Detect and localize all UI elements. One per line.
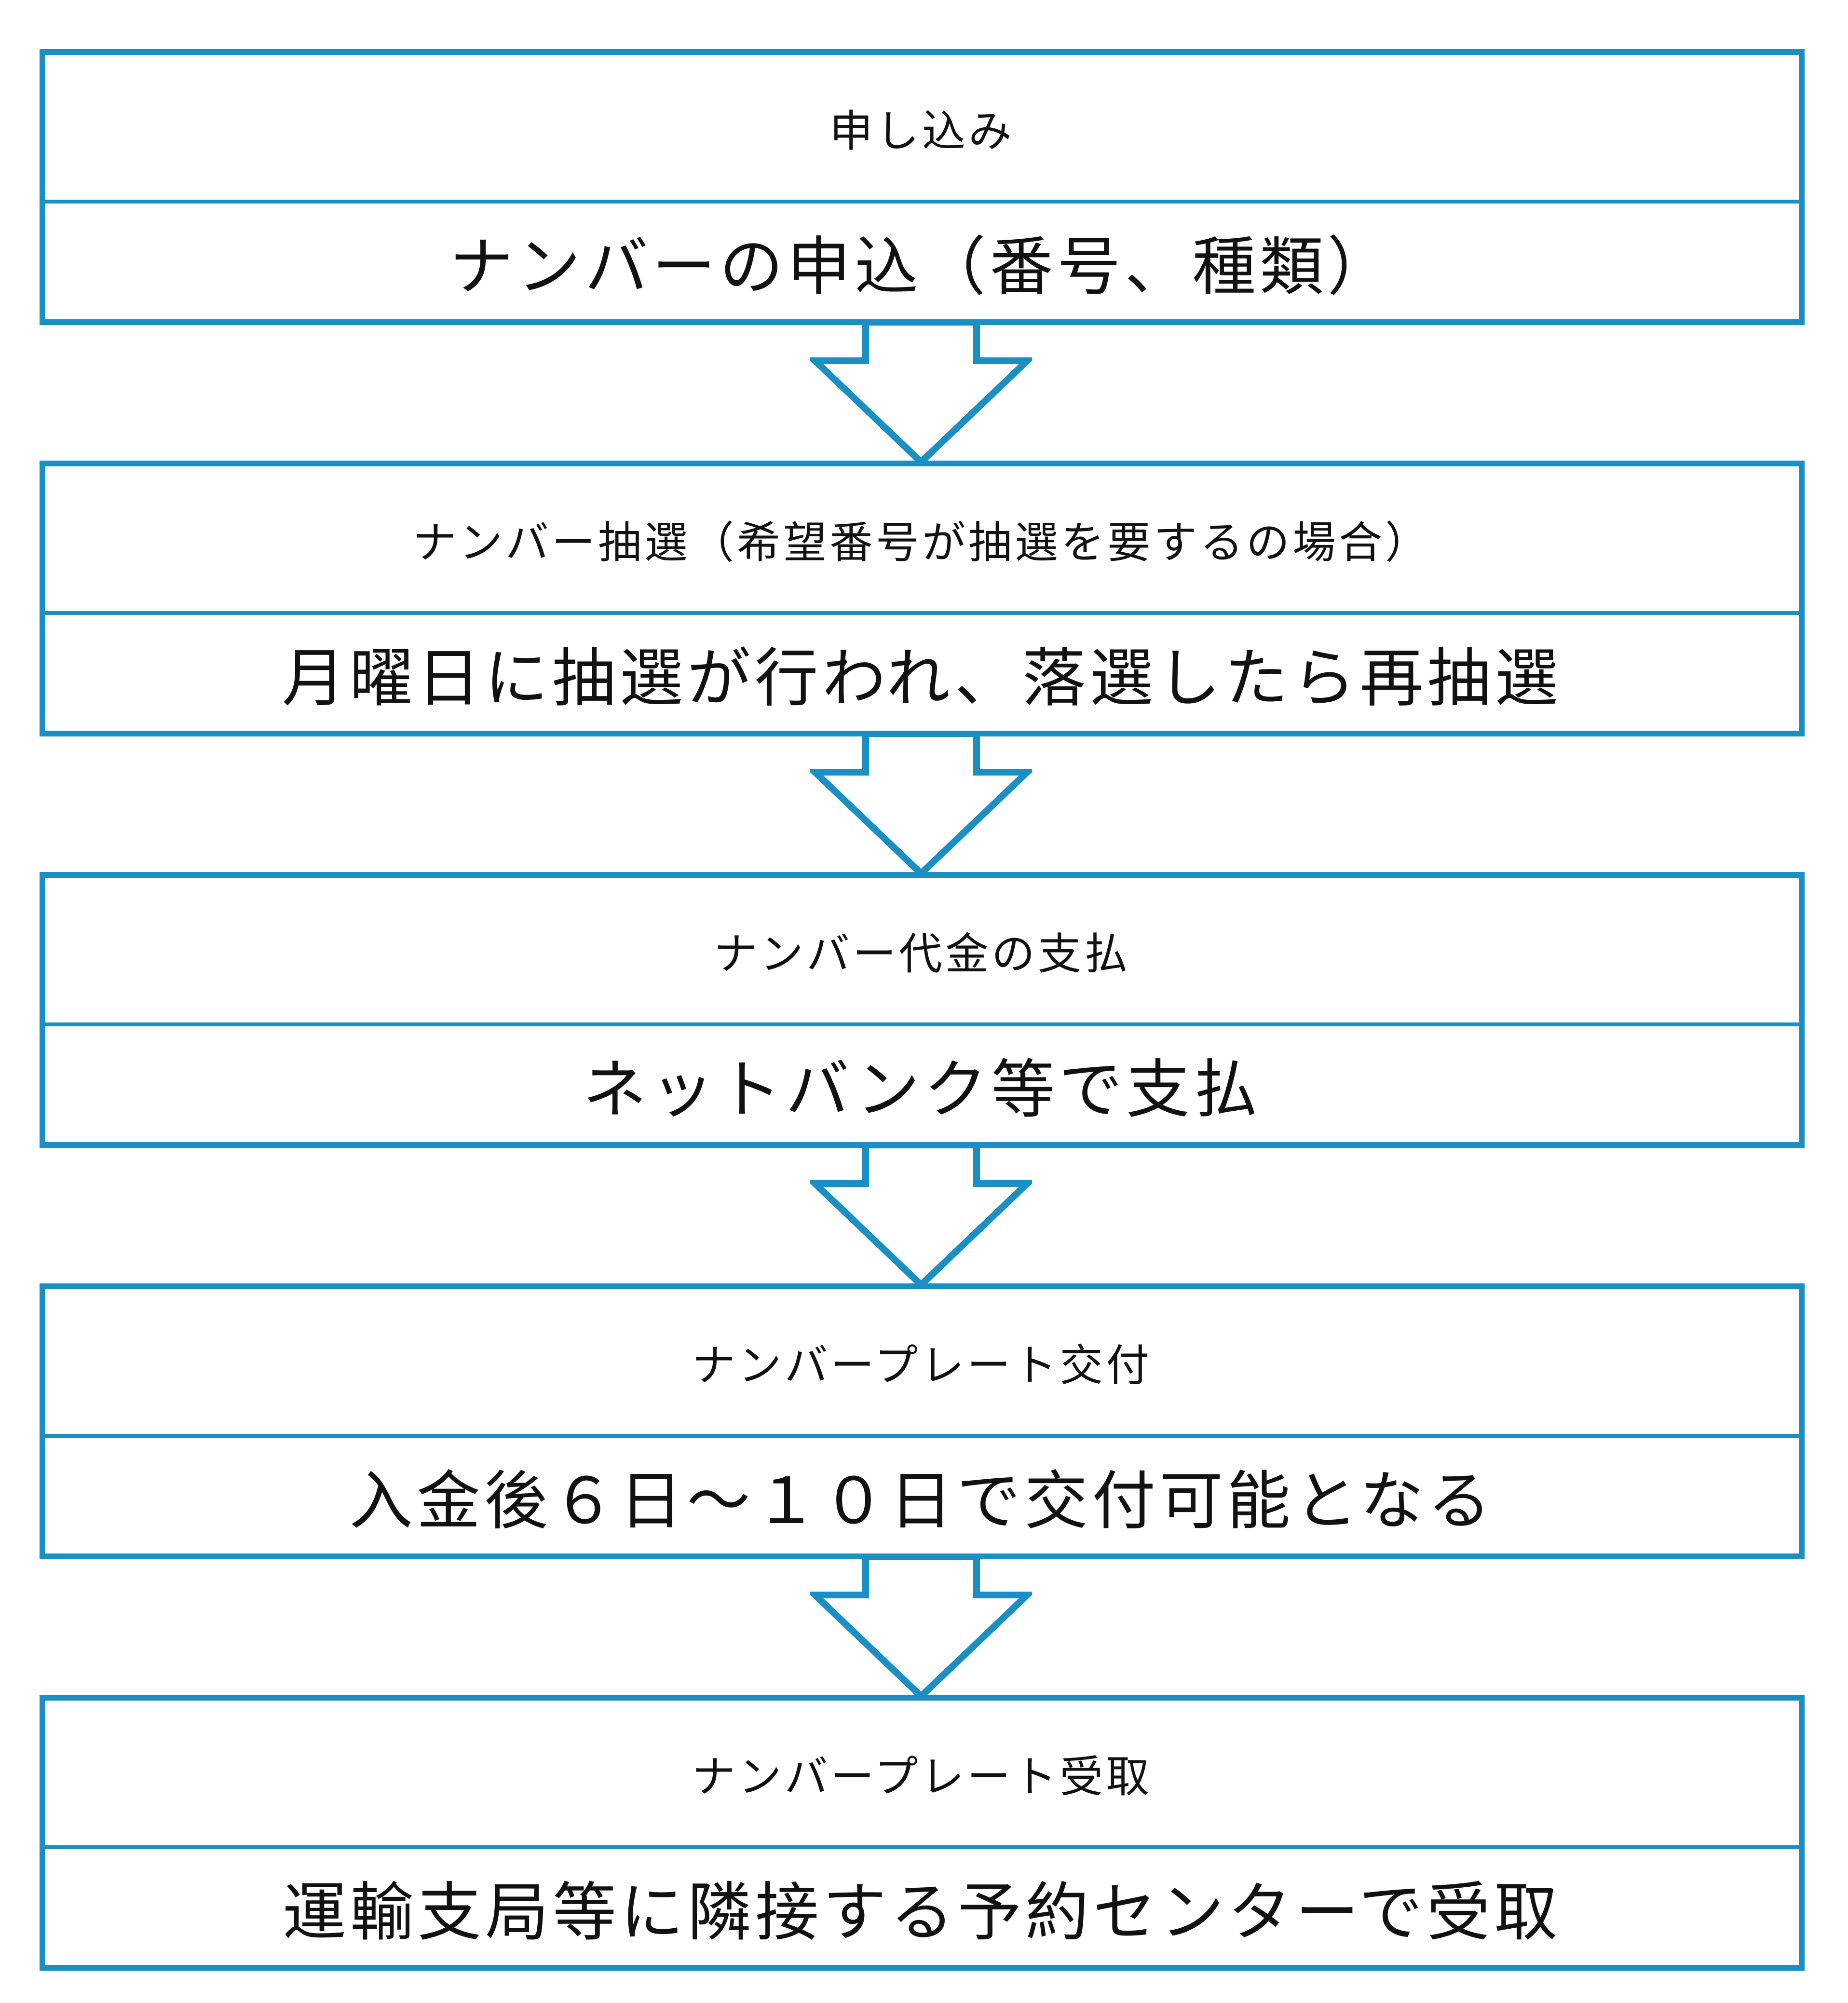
step-detail: 運輸支局等に隣接する予約センターで受取 bbox=[282, 1875, 1562, 1950]
step-title: ナンバープレート受取 bbox=[692, 1752, 1153, 1802]
down-arrow-icon bbox=[810, 1145, 1032, 1290]
step-detail: ナンバーの申込（番号、種類） bbox=[449, 230, 1395, 304]
step-title: ナンバー代金の支払 bbox=[714, 929, 1130, 980]
step-divider bbox=[45, 1434, 1799, 1438]
step-divider bbox=[45, 1845, 1799, 1849]
step-box-receipt: ナンバープレート受取 運輸支局等に隣接する予約センターで受取 bbox=[40, 1695, 1805, 1971]
step-divider bbox=[45, 1022, 1799, 1026]
down-arrow-icon bbox=[810, 734, 1032, 878]
step-box-lottery: ナンバー抽選（希望番号が抽選を要するの場合） 月曜日に抽選が行われ、落選したら再… bbox=[40, 461, 1805, 736]
down-arrow-icon bbox=[810, 1556, 1032, 1701]
step-title: ナンバープレート交付 bbox=[692, 1340, 1153, 1391]
step-detail: 月曜日に抽選が行われ、落選したら再抽選 bbox=[282, 641, 1563, 716]
step-detail: 入金後６日～１０日で交付可能となる bbox=[349, 1464, 1495, 1539]
step-title: 申し込み bbox=[829, 106, 1015, 157]
down-arrow-icon bbox=[810, 322, 1032, 467]
step-box-payment: ナンバー代金の支払 ネットバンク等で支払 bbox=[40, 872, 1805, 1148]
step-box-issuance: ナンバープレート交付 入金後６日～１０日で交付可能となる bbox=[40, 1283, 1805, 1559]
step-box-apply: 申し込み ナンバーの申込（番号、種類） bbox=[40, 49, 1805, 325]
step-title: ナンバー抽選（希望番号が抽選を要するの場合） bbox=[413, 518, 1431, 568]
step-divider bbox=[45, 611, 1799, 615]
step-detail: ネットバンク等で支払 bbox=[583, 1052, 1262, 1127]
step-divider bbox=[45, 200, 1799, 204]
